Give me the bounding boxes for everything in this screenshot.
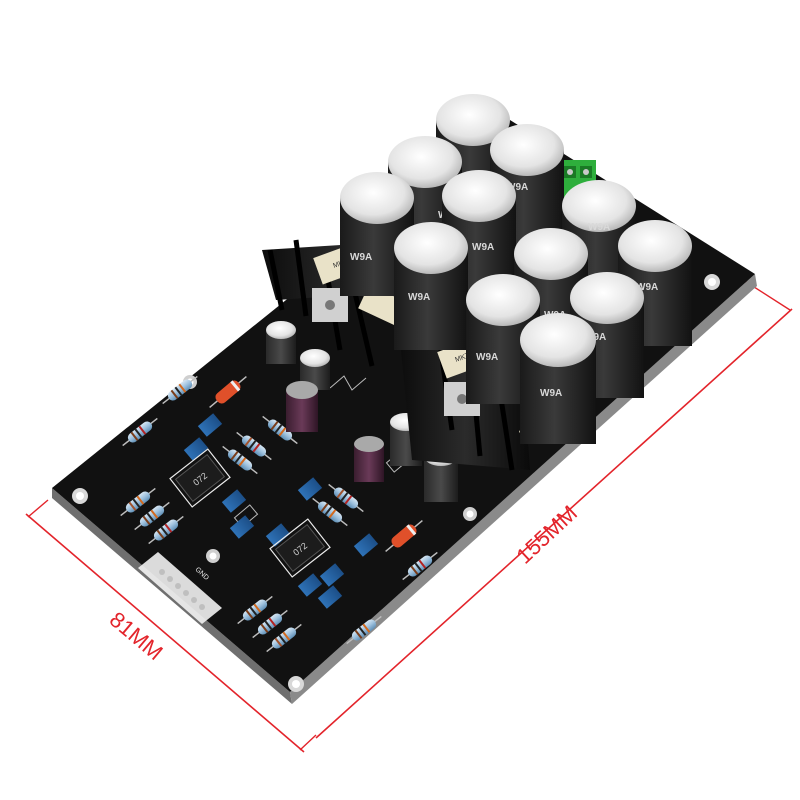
width-dimension-line [25,513,305,753]
svg-text:W9A: W9A [506,182,528,193]
resistor [346,615,382,645]
resistor [134,501,170,531]
resistor [266,623,302,653]
red-diode [209,375,247,409]
purple-capacitor [354,436,384,482]
svg-text:W9A: W9A [476,352,498,363]
resistor [312,497,348,527]
resistor [148,515,184,545]
length-dimension-line [315,308,793,739]
resistor [237,595,273,625]
svg-text:W9A: W9A [588,222,610,233]
length-dimension-label: 155MM [511,500,582,568]
resistor [262,415,298,445]
resistor [122,417,158,447]
resistor [402,551,438,581]
resistor [328,483,364,513]
film-capacitors [183,413,379,609]
width-dimension-label: 81MM [105,607,168,665]
svg-text:W9A: W9A [540,388,562,399]
op-amp-chip: 072 [169,448,231,508]
red-diode [385,519,423,553]
large-capacitor: W9A [394,222,468,350]
op-amp-chip: 072 [269,518,331,578]
purple-capacitor [286,381,318,432]
svg-text:W9A: W9A [636,282,658,293]
resistor [236,431,272,461]
small-capacitor [300,349,330,390]
input-pin-header [138,552,222,624]
resistors [120,375,438,653]
svg-text:W9A: W9A [408,292,430,303]
resistor [252,609,288,639]
large-capacitor: W9A [520,313,596,444]
small-capacitor [266,321,296,364]
resistor [162,375,198,405]
svg-text:MKT: MKT [454,352,471,364]
resistor [120,487,156,517]
svg-text:W9A: W9A [350,252,372,263]
resistor [222,445,258,475]
svg-text:W9A: W9A [472,242,494,253]
